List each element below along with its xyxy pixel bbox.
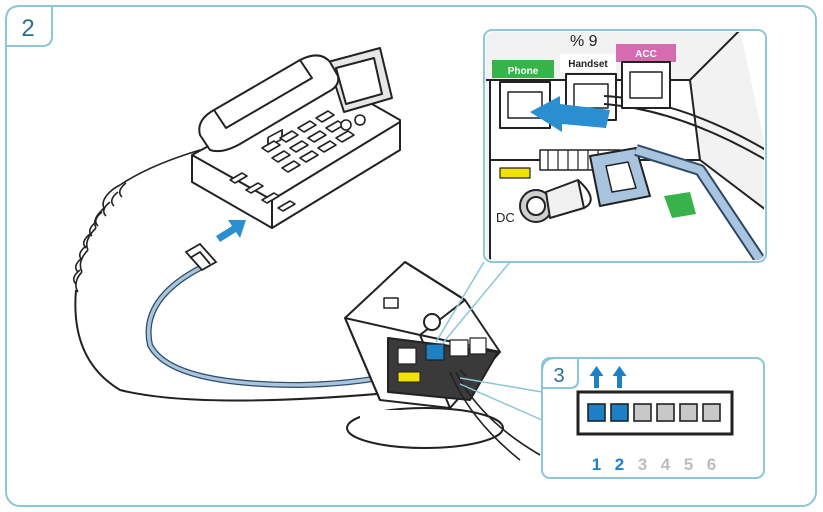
blue-rj-plug (589, 144, 764, 260)
phone-port-tag (492, 60, 554, 78)
coiled-handset-cord (72, 149, 431, 402)
step-number-main: 2 (21, 15, 34, 42)
dip-label-6: 6 (707, 455, 716, 474)
dip-switch-3 (633, 403, 652, 422)
acc-port-label: ACC (635, 49, 657, 60)
dip-label-2: 2 (615, 455, 624, 474)
dip-switch-1 (587, 403, 606, 422)
dip-up-arrow-icon-2 (612, 366, 627, 388)
dip-label-1: 1 (592, 455, 601, 474)
base-cables (449, 369, 541, 461)
insert-arrow-icon (216, 220, 246, 242)
dc-port-tag (499, 167, 531, 179)
step-number-dip: 3 (553, 365, 564, 387)
rj-plug (184, 242, 218, 272)
acc-port-tag (616, 44, 676, 62)
dip-switch-group (587, 403, 721, 422)
zoom-insert-arrow-icon (530, 96, 610, 132)
dip-label-3: 3 (638, 455, 647, 474)
dip-switch-4 (656, 403, 675, 422)
zoom-inset-ports: Phone Handset ACC % 9 DC (483, 29, 767, 263)
handset-port-label: Handset (568, 59, 608, 70)
dip-arrow-group (589, 366, 627, 388)
callout-lines-zoom (435, 261, 511, 345)
dip-label-4: 4 (661, 455, 671, 474)
dip-switch-5 (679, 403, 698, 422)
dip-switch-2 (610, 403, 629, 422)
phone-port-label: Phone (508, 66, 539, 77)
partial-label: % 9 (570, 33, 598, 50)
desk-telephone (191, 47, 401, 229)
dc-plug (519, 179, 592, 223)
step-badge-main: 2 (5, 5, 53, 47)
dip-switch-6 (702, 403, 721, 422)
dip-up-arrow-icon-1 (589, 366, 604, 388)
callout-lines-dip (459, 377, 543, 421)
dip-label-5: 5 (684, 455, 693, 474)
step-badge-dip (541, 357, 579, 389)
dc-port-label: DC (496, 210, 515, 225)
